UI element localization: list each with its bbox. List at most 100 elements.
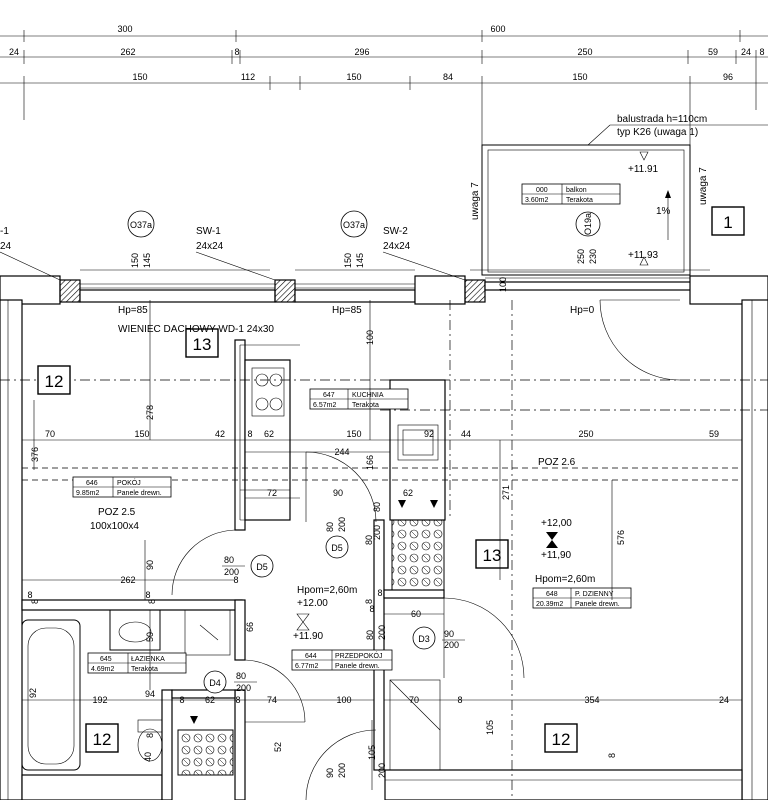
level-balcony-bottom: +11.93 <box>628 250 659 261</box>
dim-v-19: 8 <box>145 733 155 738</box>
dim-v-8: 80 <box>372 502 382 512</box>
dim-misc-19: 60 <box>411 609 421 619</box>
walls <box>0 269 768 800</box>
dim-row3-3: 84 <box>443 72 453 82</box>
level-living-bottom: +11,90 <box>541 550 572 561</box>
level-corridor-bottom: +11.90 <box>293 631 324 642</box>
dim-top-1: 300 <box>117 24 132 34</box>
dim-v-4: 150 <box>343 253 353 268</box>
dim-v-25: 105 <box>485 720 495 735</box>
tag-D5-a <box>325 535 349 559</box>
tag-O37a-1-label: O37a <box>130 220 152 230</box>
level-marker-corridor <box>296 613 310 631</box>
room-label-przedpokoj <box>291 649 393 671</box>
room-label-p-dzienny <box>532 587 632 609</box>
dim-v-28: 100 <box>498 277 508 292</box>
dim-misc-5: 8 <box>233 575 238 585</box>
uwaga-left-note: uwaga 7 <box>470 182 481 220</box>
dim-v-17: 66 <box>245 622 255 632</box>
dim-misc-6: 8 <box>27 590 32 600</box>
slope-note: 1% <box>656 206 671 217</box>
room-finish-p-dzienny: Panele drewn. <box>575 601 620 608</box>
room-label-kuchnia <box>309 388 409 410</box>
dim-int-0: 70 <box>45 429 55 439</box>
dim-misc-7: 8 <box>145 590 150 600</box>
room-label-balkon <box>521 183 621 205</box>
tag-O19a-label: O19a <box>583 213 593 235</box>
dim-row3-1: 112 <box>241 72 255 82</box>
dim-int-9: 59 <box>709 429 719 439</box>
section-box-13-right <box>475 539 509 569</box>
dim-misc-9: 94 <box>145 689 155 699</box>
room-finish-kuchnia: Terakota <box>352 402 379 409</box>
door-D5a-w: 80 <box>325 522 335 532</box>
room-name-kuchnia: KUCHNIA <box>352 392 384 399</box>
dim-int-3: 8 <box>247 429 252 439</box>
tag-D3 <box>412 626 436 650</box>
dim-misc-4: 262 <box>120 575 135 585</box>
dim-v-10: 271 <box>501 485 511 500</box>
room-id-balkon: 000 <box>536 187 548 194</box>
dim-v-2: 150 <box>130 253 140 268</box>
sw2-size: 24x24 <box>383 241 411 252</box>
dim-v-13: 90 <box>145 560 155 570</box>
dim-row2-5: 59 <box>708 47 718 57</box>
room-name-pokoj: POKÓJ <box>117 478 141 487</box>
dim-v-6: 100 <box>365 330 375 345</box>
dimension-lines-top <box>0 30 768 145</box>
dim-misc-12: 8 <box>235 695 240 705</box>
dim-row3-2: 150 <box>346 72 361 82</box>
poz-25-note: POZ 2.5 <box>98 507 136 518</box>
hpom-corridor: Hpom=2,60m <box>297 585 357 596</box>
dim-misc-13: 74 <box>267 695 277 705</box>
dim-row2-7: 8 <box>759 47 764 57</box>
room-name-balkon: balkon <box>566 187 587 194</box>
dim-v-3: 145 <box>142 253 152 268</box>
tag-D3-label: D3 <box>418 634 430 644</box>
dim-v-33: 40 <box>143 752 153 762</box>
section-box-13-top <box>185 328 219 358</box>
sw1-size: 24x24 <box>196 241 224 252</box>
dim-misc-16: 8 <box>457 695 462 705</box>
room-label-lazienka <box>87 652 187 674</box>
dim-v-27: 230 <box>588 249 598 264</box>
dim-misc-2: 90 <box>333 488 343 498</box>
dim-v-9: 200 <box>372 525 382 540</box>
tag-D5-b-label: D5 <box>256 562 268 572</box>
level-living-top: +12,00 <box>541 518 572 529</box>
poz-26-note: POZ 2.6 <box>538 457 576 468</box>
sw1-label: SW-1 <box>196 226 221 237</box>
room-finish-pokoj: Panele drewn. <box>117 490 162 497</box>
dim-int-1: 150 <box>134 429 149 439</box>
dim-v-5: 145 <box>355 253 365 268</box>
sw2-label: SW-2 <box>383 226 408 237</box>
balustrade-note: balustrada h=110cm <box>617 114 707 125</box>
dim-v-32: 8 <box>607 753 617 758</box>
dim-int-5: 150 <box>346 429 361 439</box>
dim-v-18: 50 <box>145 632 155 642</box>
dim-v-1: 278 <box>145 405 155 420</box>
door-D4-h: 200 <box>236 683 251 693</box>
room-area-pokoj: 9.85m2 <box>76 490 99 497</box>
dim-misc-14: 100 <box>336 695 351 705</box>
dim-int-2: 42 <box>215 429 225 439</box>
dim-v-20: 92 <box>28 688 38 698</box>
dim-row2-3: 296 <box>354 47 369 57</box>
dim-row3-0: 150 <box>132 72 147 82</box>
dim-misc-10: 8 <box>179 695 184 705</box>
hp-window-1: Hp=85 <box>118 305 148 316</box>
wieniec-note: WIENIEC DACHOWY WD-1 24x30 <box>118 324 274 335</box>
tag-D4-label: D4 <box>209 678 221 688</box>
dim-misc-15: 70 <box>409 695 419 705</box>
room-name-p-dzienny: P. DZIENNY <box>575 591 614 598</box>
level-marker-balcony-bottom <box>639 256 649 266</box>
dim-row2-0: 24 <box>9 47 19 57</box>
dim-misc-17: 354 <box>584 695 599 705</box>
section-number-12-bottom-left: 12 <box>93 730 112 749</box>
tag-O37a-1 <box>127 210 155 238</box>
poz-25-size: 100x100x4 <box>90 521 139 532</box>
room-id-p-dzienny: 648 <box>546 591 558 598</box>
size-left-fragment: 24 <box>0 241 12 252</box>
room-id-kuchnia: 647 <box>323 392 335 399</box>
dim-v-11: 576 <box>616 530 626 545</box>
